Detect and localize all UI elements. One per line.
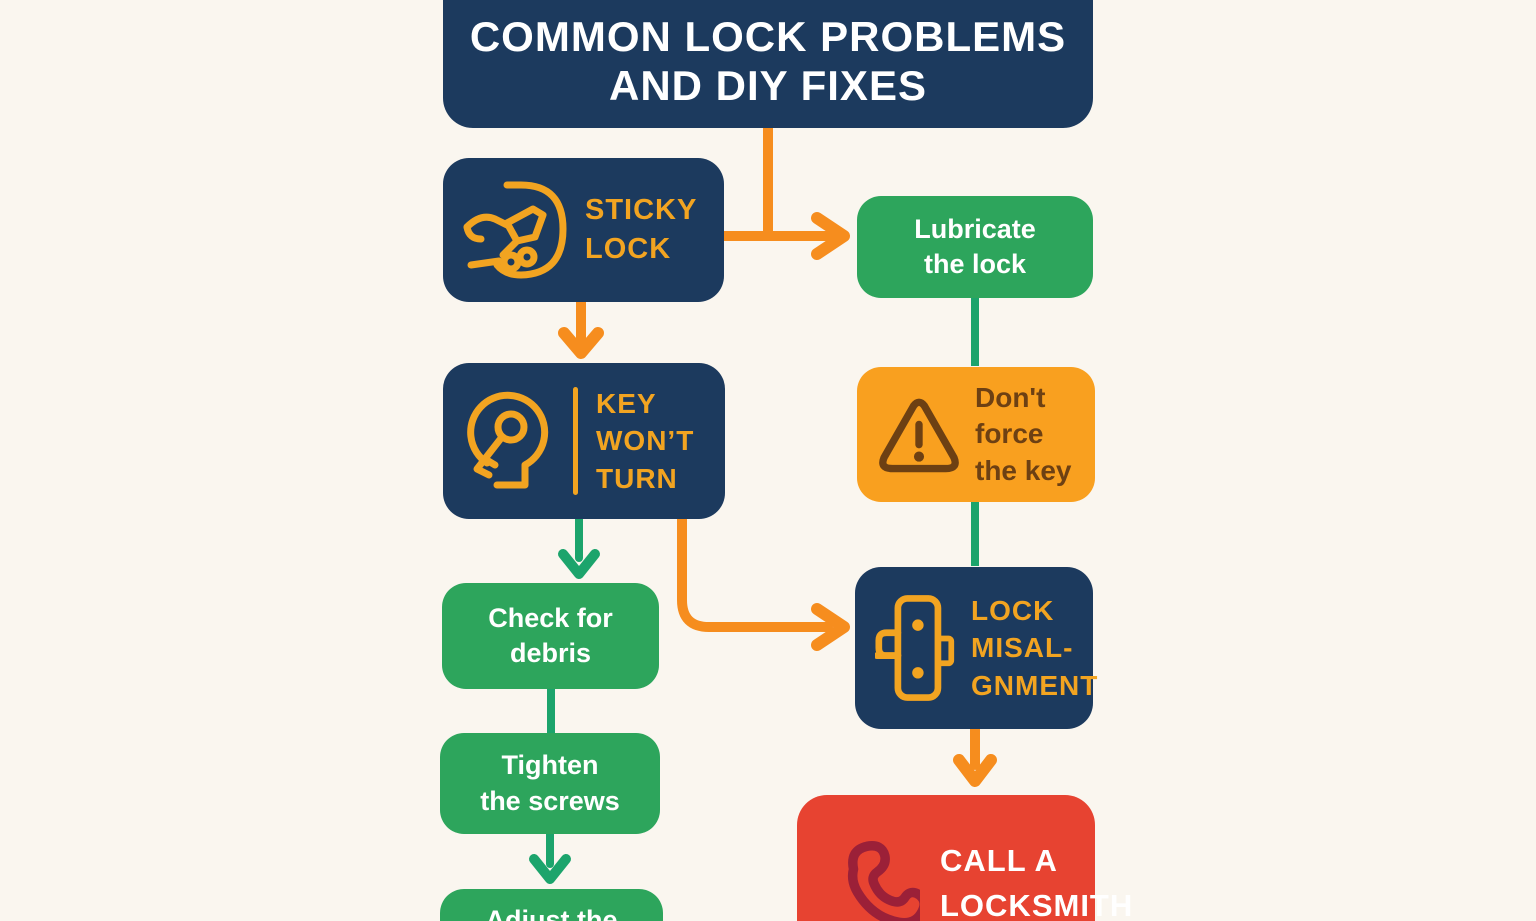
divider-line — [573, 387, 578, 495]
dont-force-label: Don't force the key — [965, 380, 1072, 489]
locksmith-line-1: CALL A — [940, 843, 1058, 878]
arrow-key-to-misalignment — [677, 514, 833, 632]
keyhole-key-icon — [467, 391, 549, 489]
node-lubricate-the-lock: Lubricate the lock — [857, 196, 1093, 298]
door-latch-icon — [875, 595, 955, 701]
warning-triangle-icon — [879, 398, 959, 472]
arrowhead-sticky-to-key — [558, 327, 604, 359]
node-sticky-lock: STICKY LOCK — [443, 158, 724, 302]
dont-force-line-2: force — [975, 418, 1044, 450]
node-dont-force-the-key: Don't force the key — [857, 367, 1095, 502]
sticky-lock-label: STICKY LOCK — [577, 191, 697, 268]
title-banner: COMMON LOCK PROBLEMS AND DIY FIXES — [443, 0, 1093, 128]
key-line-3: TURN — [596, 462, 678, 494]
phone-icon — [847, 841, 920, 921]
node-lock-misalignment: LOCK MISAL- GNMENT — [855, 567, 1097, 729]
call-locksmith-label: CALL A LOCKSMITH — [940, 839, 1133, 921]
tighten-screws-label: Tighten the screws — [480, 750, 620, 816]
arrowhead-sticky-to-lubricate — [811, 212, 850, 260]
sticky-lock-line-2: LOCK — [585, 233, 672, 265]
sticky-lock-line-1: STICKY — [585, 194, 698, 227]
dont-force-line-1: Don't — [975, 381, 1046, 413]
key-wont-turn-label: KEY WON’T TURN — [596, 385, 694, 497]
title-line-1: COMMON LOCK PROBLEMS — [469, 12, 1067, 60]
arrowhead-tighten-to-adjust — [529, 854, 571, 884]
dont-force-line-3: the key — [975, 454, 1072, 486]
node-key-wont-turn: KEY WON’T TURN — [443, 363, 725, 519]
misalign-line-2: MISAL- — [971, 632, 1074, 664]
arrowhead-key-to-debris — [558, 549, 600, 579]
node-tighten-the-screws: Tighten the screws — [440, 733, 660, 834]
key-line-2: WON’T — [596, 425, 695, 457]
key-line-1: KEY — [596, 388, 657, 420]
adjust-label: Adjust the — [485, 905, 618, 921]
misalign-line-3: GNMENT — [971, 669, 1099, 701]
arrowhead-misalignment-to-locksmith — [953, 754, 997, 787]
lubricate-label: Lubricate the lock — [914, 213, 1036, 279]
arrowhead-key-to-misalignment — [811, 603, 850, 651]
title-line-2: AND DIY FIXES — [609, 61, 927, 109]
hand-key-lock-icon — [463, 181, 567, 279]
check-debris-label: Check for debris — [488, 602, 613, 668]
lock-misalignment-label: LOCK MISAL- GNMENT — [971, 592, 1098, 704]
locksmith-line-2: LOCKSMITH — [940, 887, 1134, 921]
misalign-line-1: LOCK — [971, 595, 1055, 627]
node-call-a-locksmith: CALL A LOCKSMITH — [797, 795, 1132, 921]
node-adjust-the: Adjust the — [440, 889, 663, 921]
node-check-for-debris: Check for debris — [442, 583, 659, 689]
